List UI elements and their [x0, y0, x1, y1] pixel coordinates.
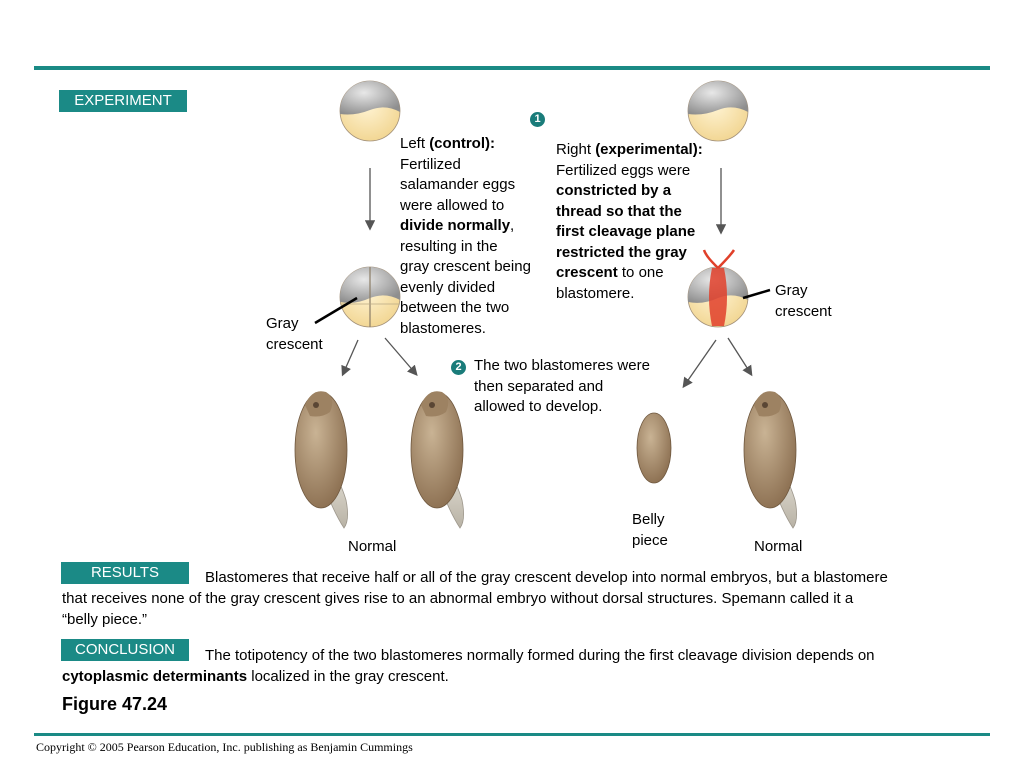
belly-piece-label: Belly piece: [632, 510, 668, 551]
step-2-description: The two blastomeres were then separated …: [474, 356, 684, 418]
right-desc-l1a: Right: [556, 141, 596, 158]
top-rule: [34, 66, 990, 70]
right-desc-l4: thread so that the: [556, 202, 682, 220]
left-desc-l5b: ,: [510, 217, 515, 234]
normal-label-right: Normal: [754, 538, 803, 555]
left-desc-l9: between the two: [400, 299, 510, 316]
arrow-to-belly-piece: [682, 339, 717, 389]
bottom-rule: [34, 733, 990, 736]
conclusion-label: CONCLUSION: [61, 639, 189, 661]
left-desc-l3: salamander eggs: [400, 176, 516, 193]
left-desc-l5a: divide normally: [400, 217, 511, 234]
left-desc-l7: gray crescent being: [400, 258, 531, 275]
step2-l3: allowed to develop.: [474, 398, 603, 415]
conclusion-bold-term: cytoplasmic determinants: [62, 668, 248, 685]
left-two-cell-embryo: [339, 266, 401, 328]
gray-crescent-left-l1: Gray: [266, 315, 299, 332]
step2-l1: The two blastomeres were: [474, 357, 650, 374]
gray-crescent-left-l2: crescent: [266, 335, 323, 353]
left-desc-l8: evenly divided: [400, 278, 496, 296]
right-egg: [687, 80, 749, 142]
belly-piece-l2: piece: [632, 531, 668, 549]
results-line-2: that receives none of the gray crescent …: [62, 590, 854, 607]
belly-piece-l1: Belly: [632, 511, 665, 528]
normal-embryo-3: [743, 391, 797, 529]
left-desc-l6: resulting in the: [400, 237, 498, 255]
arrow-to-left-normal-2: [384, 337, 418, 376]
results-line-3: “belly piece.”: [62, 611, 148, 628]
right-constricted-embryo: [687, 249, 749, 328]
gray-crescent-pointer-left: [314, 296, 358, 325]
left-desc-l1b: (control):: [429, 135, 496, 152]
figure-label: Figure 47.24: [62, 694, 168, 714]
step-2-badge: 2: [451, 360, 466, 375]
left-desc-l10: blastomeres.: [400, 319, 486, 337]
step2-l2: then separated and: [474, 377, 604, 395]
arrow-to-right-normal: [727, 337, 753, 377]
gray-crescent-right-l2: crescent: [775, 302, 832, 320]
right-desc-l6: restricted the gray: [556, 243, 687, 261]
right-desc-l3: constricted by a: [556, 182, 672, 199]
left-desc-l2: Fertilized: [400, 155, 461, 173]
step-1-badge: 1: [530, 112, 545, 127]
left-desc-l1a: Left: [400, 135, 430, 152]
experiment-label: EXPERIMENT: [59, 90, 187, 112]
left-egg: [339, 80, 401, 142]
right-desc-l7a: crescent: [556, 264, 618, 281]
left-desc-l4: were allowed to: [400, 196, 505, 214]
right-desc-l2: Fertilized eggs were: [556, 161, 691, 179]
right-desc-l7b: to one: [617, 264, 664, 281]
right-experimental-description: Right (experimental): Fertilized eggs we…: [556, 140, 736, 304]
gray-crescent-pointer-right: [742, 288, 771, 300]
conclusion-line-1: The totipotency of the two blastomeres n…: [205, 647, 875, 664]
results-label: RESULTS: [61, 562, 189, 584]
conclusion-l2-rest: localized in the gray crescent.: [247, 668, 449, 685]
right-desc-l1b: (experimental):: [595, 141, 703, 158]
gray-crescent-label-left: Gray crescent: [266, 314, 323, 355]
arrow-to-left-normal: [341, 339, 359, 377]
results-line-1: Blastomeres that receive half or all of …: [205, 569, 888, 586]
normal-label-left: Normal: [348, 538, 397, 555]
gray-crescent-right-l1: Gray: [775, 282, 808, 299]
conclusion-line-2: cytoplasmic determinants localized in th…: [62, 667, 962, 688]
normal-embryo-1: [294, 391, 348, 529]
belly-piece-embryo: [636, 412, 672, 484]
left-control-description: Left (control): Fertilized salamander eg…: [400, 134, 560, 339]
right-desc-l5: first cleavage plane: [556, 223, 696, 240]
gray-crescent-label-right: Gray crescent: [775, 281, 832, 322]
normal-embryo-2: [410, 391, 464, 529]
copyright-notice: Copyright © 2005 Pearson Education, Inc.…: [36, 740, 413, 754]
right-desc-l8: blastomere.: [556, 284, 635, 302]
